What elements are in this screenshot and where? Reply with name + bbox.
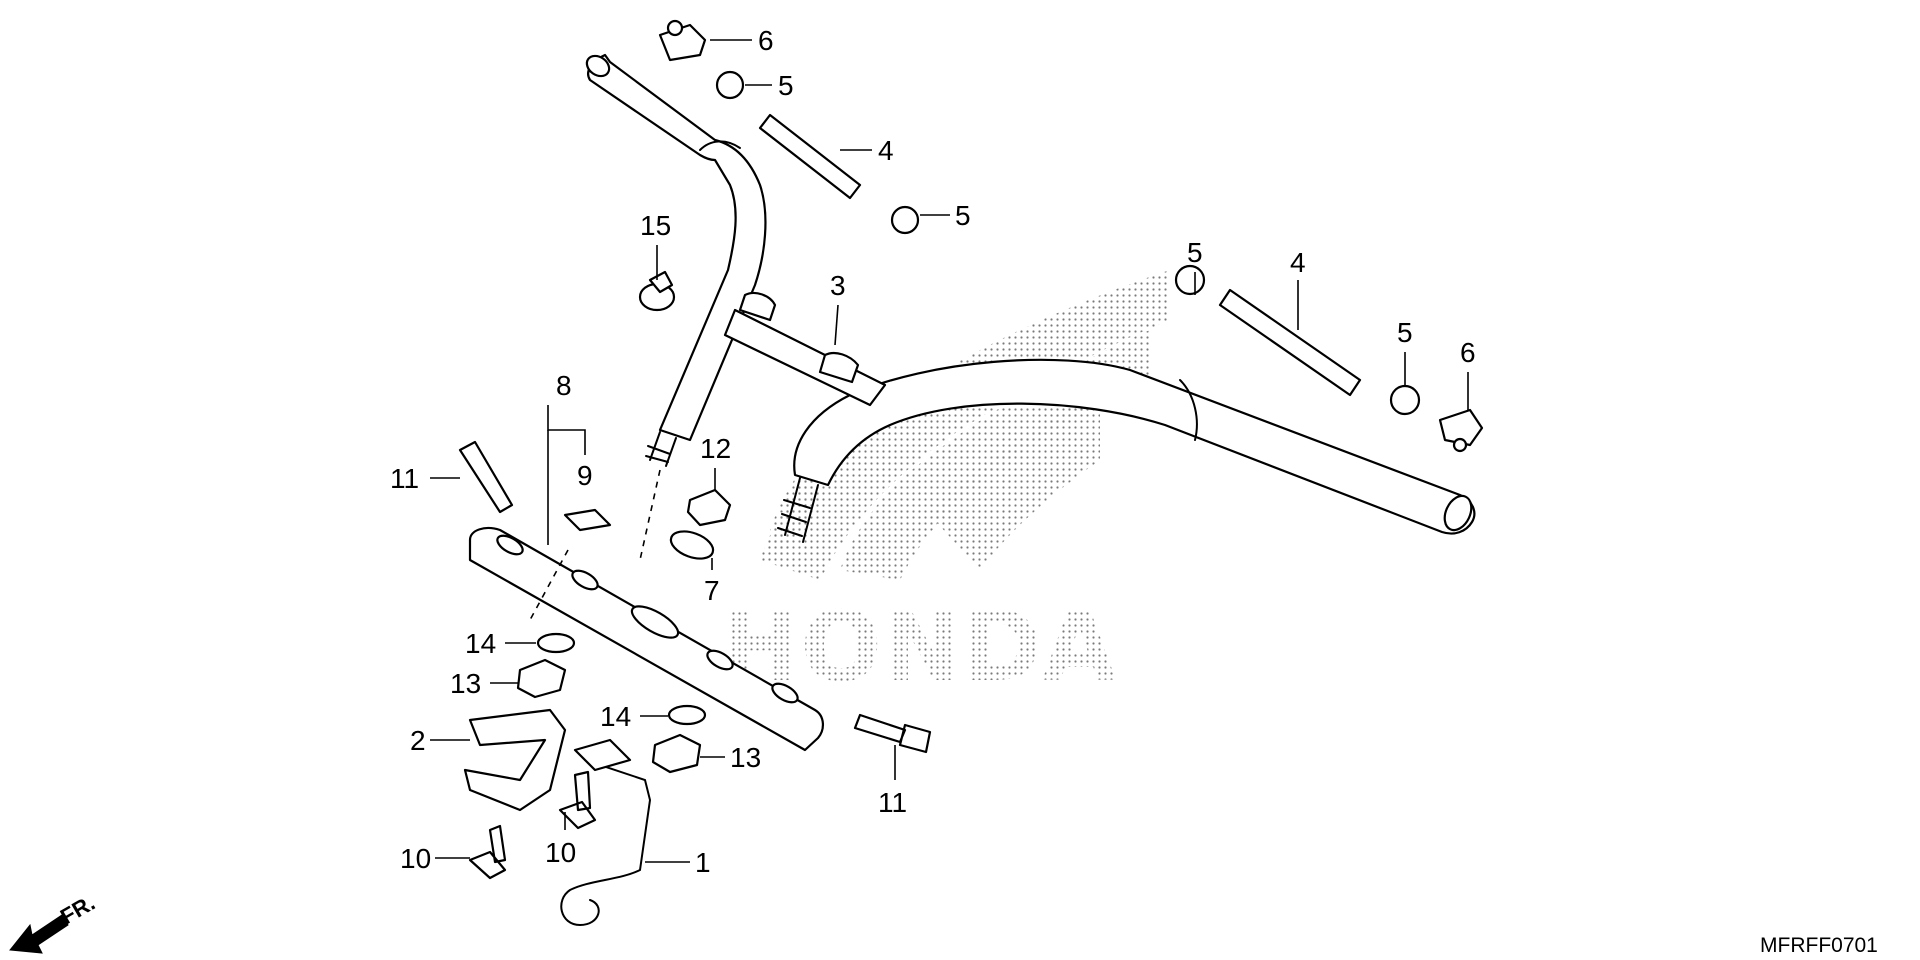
callout-3: 3 (830, 270, 846, 301)
callout-14-center: 14 (600, 701, 631, 732)
wire-guide-plate (573, 738, 632, 772)
callout-10-center: 10 (545, 837, 576, 868)
bushing-washer (669, 530, 715, 560)
end-cap-nut-b (890, 205, 920, 235)
nut-center (651, 733, 702, 774)
washer-center (667, 704, 707, 726)
callout-8: 8 (556, 370, 572, 401)
top-nut (686, 488, 732, 527)
callout-4-top: 4 (878, 135, 894, 166)
callout-5-mid: 5 (955, 200, 971, 231)
end-cap-nut-c (1174, 264, 1206, 296)
nut-left (516, 658, 567, 699)
diagram-code: MFRFF0701 (1760, 934, 1878, 957)
inner-weight-right (1218, 288, 1362, 397)
front-direction-indicator: FR. (9, 890, 99, 954)
handlebar-upper-holder (468, 526, 824, 752)
callout-6-right: 6 (1460, 337, 1476, 368)
front-arrow-icon (9, 914, 69, 954)
callout-7: 7 (704, 575, 720, 606)
wire-guide-rod (560, 759, 652, 927)
end-cap-nut-d (1389, 384, 1421, 416)
bolt-lower-left (468, 824, 507, 880)
callout-6-top: 6 (758, 25, 774, 56)
callout-5-right-a: 5 (1187, 237, 1203, 268)
callout-12: 12 (700, 433, 731, 464)
inner-weight-upper (758, 113, 862, 200)
callout-2: 2 (410, 725, 426, 756)
callout-11-left: 11 (390, 463, 419, 494)
callout-1: 1 (695, 847, 711, 878)
holder-bolt-left (458, 440, 514, 514)
callout-10-left: 10 (400, 843, 431, 874)
callout-13-center: 13 (730, 742, 761, 773)
handlebar (585, 53, 1476, 543)
callout-13-left: 13 (450, 668, 481, 699)
setting-plate (563, 508, 612, 532)
bolt-lower-center (558, 770, 597, 830)
callout-9: 9 (577, 460, 593, 491)
holder-bolt-right (853, 713, 932, 754)
cable-clip-right (1438, 408, 1484, 453)
end-cap-nut-a (715, 70, 745, 100)
callout-11-right: 11 (878, 787, 907, 818)
wire-harness-guide (463, 708, 567, 812)
handlebar-brace (723, 291, 887, 407)
washer-left (536, 632, 576, 654)
callout-5-top: 5 (778, 70, 794, 101)
callout-14-left: 14 (465, 628, 496, 659)
leader-lines (430, 39, 1469, 863)
cable-clip-top (658, 19, 707, 62)
callout-5-right-b: 5 (1397, 317, 1413, 348)
honda-wordmark-watermark: HONDA (720, 591, 1116, 703)
callout-labels: 6 5 4 5 15 3 5 4 5 6 8 9 11 12 7 14 13 2… (390, 25, 1476, 878)
wire-clip (638, 270, 676, 312)
callout-4-right: 4 (1290, 247, 1306, 278)
callout-15: 15 (640, 210, 671, 241)
